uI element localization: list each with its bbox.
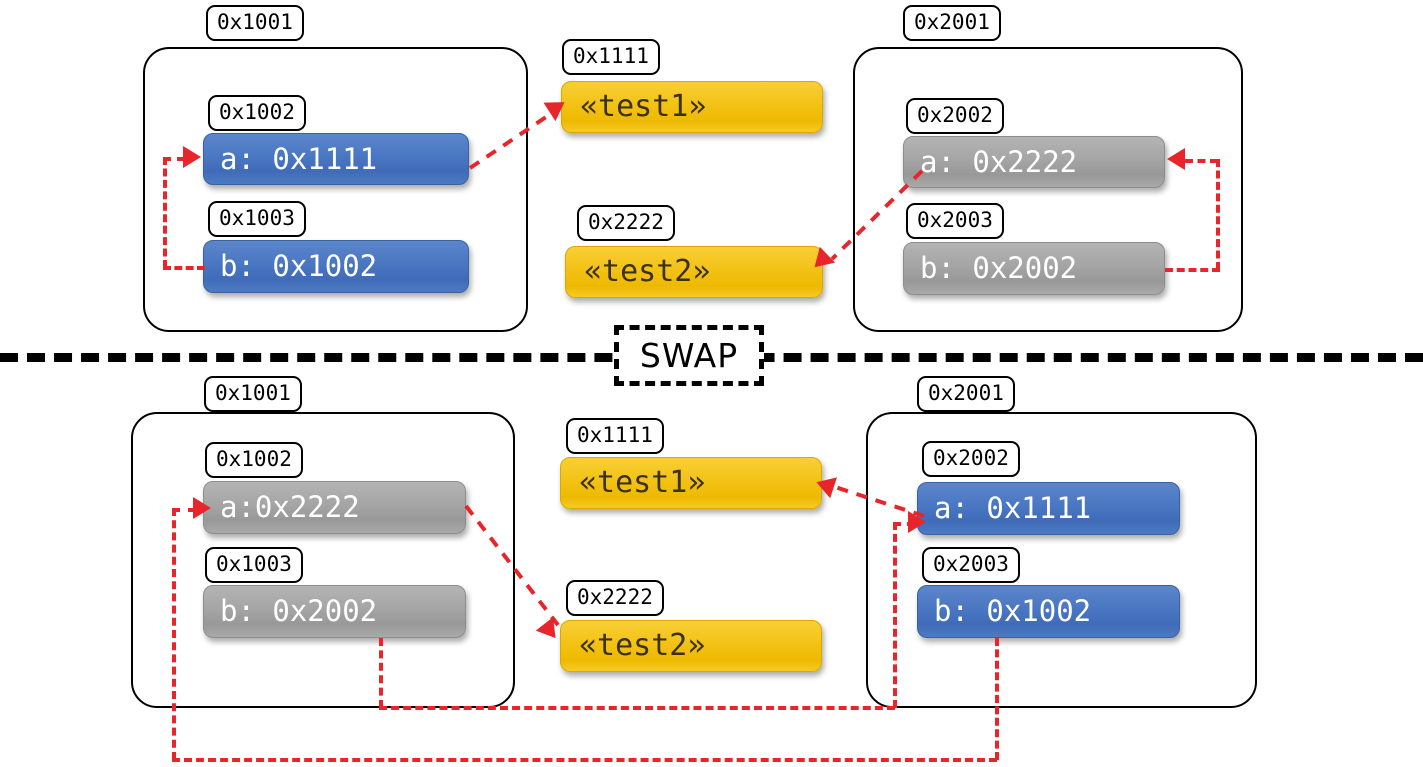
before-left-to-test1-arrow	[468, 107, 560, 170]
before-right-frame-address: 0x2001	[903, 5, 1001, 41]
after-left-b-down-vertical	[379, 638, 383, 708]
before-left-pointer-vertical	[163, 157, 167, 268]
before-left-frame-address: 0x1001	[206, 5, 304, 41]
before-right-pointer-top	[1185, 159, 1218, 163]
after-bottom-long-route	[172, 758, 997, 762]
after-right-frame-address: 0x2001	[917, 376, 1015, 412]
before-right-slot1-cell: b: 0x2002	[903, 242, 1165, 295]
after-left-slot0-cell: a:0x2222	[203, 481, 466, 534]
after-left-frame-address: 0x1001	[204, 376, 302, 412]
before-left-slot0-cell: a: 0x1111	[203, 133, 469, 185]
before-right-pointer-arrowhead	[1167, 148, 1185, 170]
before-right-slot0-address: 0x2002	[906, 98, 1004, 134]
before-left-slot1-address: 0x1003	[208, 201, 306, 237]
before-left-pointer-bottom	[163, 266, 205, 270]
after-right-slot0-address: 0x2002	[922, 441, 1020, 477]
before-right-slot0-cell: a: 0x2222	[903, 136, 1165, 188]
after-left-incoming-top	[172, 508, 196, 512]
after-left-frame	[131, 412, 515, 708]
before-left-slot0-address: 0x1002	[208, 95, 306, 131]
swap-divider-box: SWAP	[614, 325, 764, 386]
after-heap0-cell: «test1»	[560, 457, 822, 509]
before-left-slot1-cell: b: 0x1002	[203, 240, 469, 293]
before-left-pointer-arrowhead	[183, 146, 201, 168]
after-right-incoming-top	[893, 522, 915, 526]
before-right-slot1-address: 0x2003	[906, 203, 1004, 239]
before-right-pointer-vertical	[1216, 159, 1220, 270]
after-left-slot0-address: 0x1002	[205, 442, 303, 478]
before-right-to-test2-arrow	[830, 169, 924, 261]
after-left-to-test2-arrow	[464, 504, 560, 627]
after-mid-route	[379, 706, 895, 710]
after-left-slot1-cell: b: 0x2002	[203, 585, 466, 638]
before-heap0-address: 0x1111	[562, 39, 660, 75]
after-heap1-address: 0x2222	[566, 580, 664, 616]
after-heap0-address: 0x1111	[566, 418, 664, 454]
before-heap0-cell: «test1»	[561, 81, 823, 133]
after-right-b-down-vertical	[995, 638, 999, 760]
after-right-incoming-vertical	[893, 522, 897, 708]
before-right-pointer-bottom	[1165, 268, 1220, 272]
before-heap1-address: 0x2222	[577, 205, 675, 241]
swap-label: SWAP	[639, 336, 739, 375]
after-right-slot1-cell: b: 0x1002	[917, 585, 1180, 638]
after-right-incoming-arrowhead	[908, 511, 926, 533]
before-left-pointer-top	[163, 157, 185, 161]
after-left-slot1-address: 0x1003	[205, 547, 303, 583]
after-left-incoming-arrowhead	[193, 497, 211, 519]
after-left-incoming-vertical	[172, 508, 176, 760]
after-right-to-test1-arrow	[831, 484, 925, 518]
after-right-slot0-cell: a: 0x1111	[917, 482, 1180, 535]
after-right-slot1-address: 0x2003	[922, 547, 1020, 583]
after-heap1-cell: «test2»	[560, 620, 822, 672]
before-heap1-cell: «test2»	[565, 246, 823, 298]
